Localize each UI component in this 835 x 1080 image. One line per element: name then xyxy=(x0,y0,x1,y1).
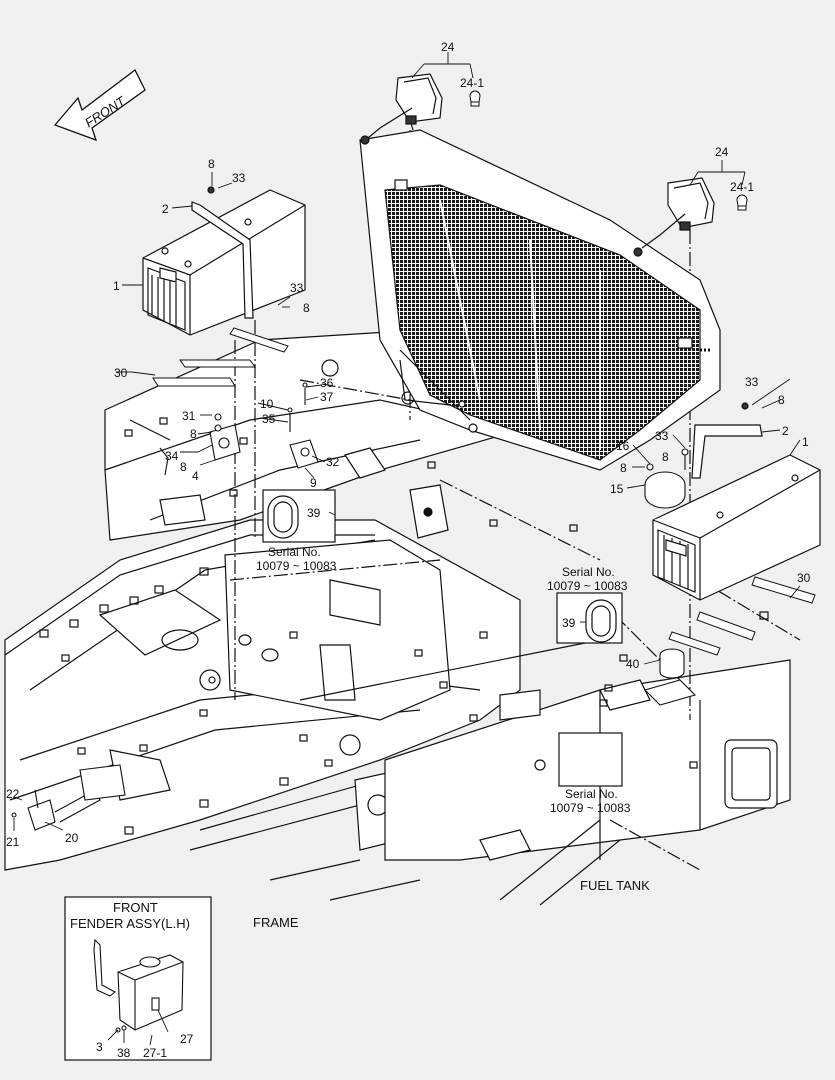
grommet-detail-left xyxy=(262,489,336,543)
callout-27: 27 xyxy=(180,1032,194,1046)
fender-assy-inset xyxy=(64,896,212,1061)
callout-33-right: 33 xyxy=(745,375,759,389)
callout-4: 4 xyxy=(192,469,199,483)
callout-40: 40 xyxy=(626,657,640,671)
callout-2-left: 2 xyxy=(162,202,169,216)
fuel-tank-label: FUEL TANK xyxy=(580,878,650,893)
callout-2-right: 2 xyxy=(782,424,789,438)
inset-title-line1: FRONT xyxy=(113,900,158,915)
callout-30-left: 30 xyxy=(114,366,128,380)
callout-21: 21 xyxy=(6,835,20,849)
callout-37: 37 xyxy=(320,390,334,404)
serial-range-left: 10079 ~ 10083 xyxy=(256,559,337,573)
callout-10: 10 xyxy=(260,397,274,411)
callout-33-mid: 33 xyxy=(290,281,304,295)
callout-22: 22 xyxy=(6,787,20,801)
callout-33-relay: 33 xyxy=(655,429,669,443)
callout-8-right-top: 8 xyxy=(778,393,785,407)
callout-8-low: 8 xyxy=(180,460,187,474)
serial-range-fueltank: 10079 ~ 10083 xyxy=(550,801,631,815)
callout-39-left: 39 xyxy=(307,506,321,520)
right-side-relays xyxy=(643,448,697,706)
lower-left-switch xyxy=(11,764,126,831)
callout-8-fuse: 8 xyxy=(620,461,627,475)
grommet-detail-right xyxy=(556,592,623,644)
serial-notes: Serial No. 10079 ~ 10083 Serial No. 1007… xyxy=(256,545,631,815)
front-direction-arrow: FRONT xyxy=(53,69,146,142)
frame-label: FRAME xyxy=(253,915,299,930)
callout-30-right: 30 xyxy=(797,571,811,585)
battery-right xyxy=(652,402,821,601)
callout-9: 9 xyxy=(310,476,317,490)
work-lamp-left xyxy=(360,73,443,145)
leader-lines xyxy=(13,52,801,1046)
callout-32: 32 xyxy=(326,455,340,469)
callout-16: 16 xyxy=(616,439,630,453)
callout-8-top: 8 xyxy=(208,157,215,171)
callout-20: 20 xyxy=(65,831,79,845)
callout-8-mid: 8 xyxy=(303,301,310,315)
callout-35: 35 xyxy=(262,412,276,426)
callout-24-right: 24 xyxy=(715,145,729,159)
callout-1-left: 1 xyxy=(113,279,120,293)
battery-pads xyxy=(152,327,816,656)
callout-27-1: 27-1 xyxy=(143,1046,167,1060)
callout-39-right: 39 xyxy=(562,616,576,630)
callout-33-top: 33 xyxy=(232,171,246,185)
callout-1-right: 1 xyxy=(802,435,809,449)
callout-24-1-right: 24-1 xyxy=(730,180,754,194)
callout-15: 15 xyxy=(610,482,624,496)
battery-left xyxy=(142,186,306,336)
callout-24-1-left: 24-1 xyxy=(460,76,484,90)
callout-24-left: 24 xyxy=(441,40,455,54)
lamp-bulb-icons xyxy=(469,90,748,211)
battery-relay-parts xyxy=(129,382,319,476)
serial-box-fueltank xyxy=(558,732,623,787)
callout-8-relay: 8 xyxy=(190,427,197,441)
serial-title-right: Serial No. xyxy=(562,565,615,579)
serial-range-right: 10079 ~ 10083 xyxy=(547,579,628,593)
radiator-grille xyxy=(359,129,721,471)
callout-38: 38 xyxy=(117,1046,131,1060)
work-lamp-right xyxy=(633,177,715,257)
serial-title-left: Serial No. xyxy=(268,545,321,559)
serial-title-fueltank: Serial No. xyxy=(565,787,618,801)
callout-34: 34 xyxy=(165,449,179,463)
callout-8-relay-right: 8 xyxy=(662,450,669,464)
inset-title-line2: FENDER ASSY(L.H) xyxy=(70,916,190,931)
callout-31: 31 xyxy=(182,409,196,423)
callout-numbers: 24 24-1 24 24-1 8 33 2 1 33 8 30 36 37 1… xyxy=(6,40,811,1060)
callout-36: 36 xyxy=(320,376,334,390)
callout-3: 3 xyxy=(96,1040,103,1054)
